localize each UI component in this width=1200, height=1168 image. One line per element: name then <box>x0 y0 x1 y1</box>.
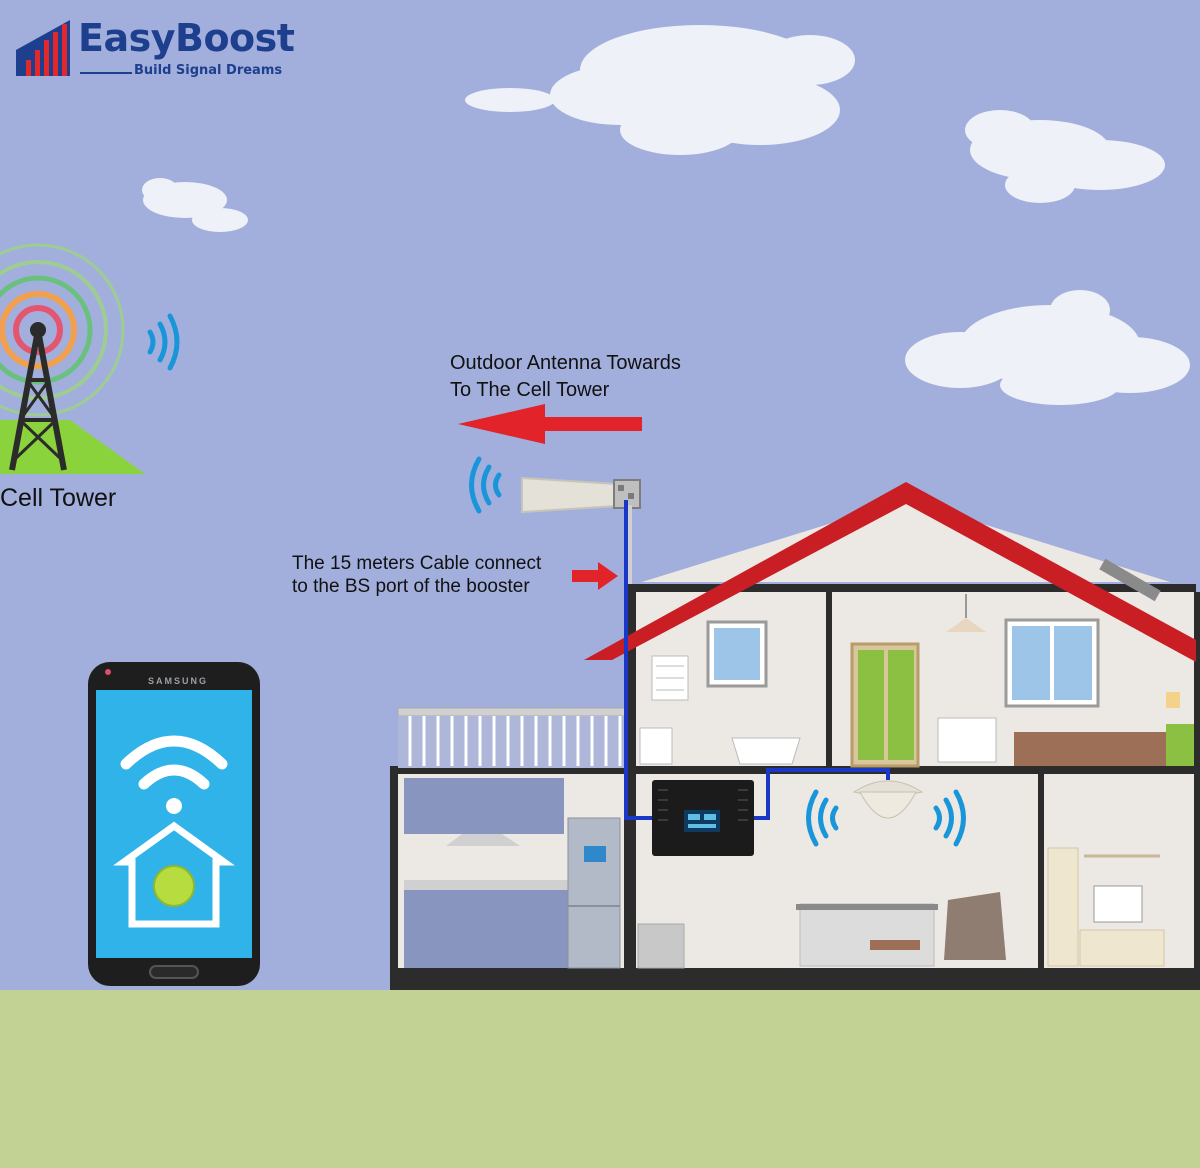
cable-arrow <box>572 562 618 590</box>
cloud-large <box>465 25 855 155</box>
brand-name: EasyBoost <box>78 16 295 60</box>
antenna-signal-icon <box>469 456 502 514</box>
cloud-right-top <box>965 110 1165 203</box>
cable-label-line2: to the BS port of the booster <box>292 576 530 597</box>
cable <box>624 500 654 820</box>
indoor-signal-left-icon <box>806 789 839 847</box>
living-room <box>637 892 1006 969</box>
cloud-small <box>142 178 248 232</box>
indoor-cable <box>752 768 890 820</box>
tagline-rule <box>80 72 132 74</box>
home-icon <box>113 821 235 928</box>
booster-device <box>652 780 754 856</box>
antenna-label-line1: Outdoor Antenna Towards <box>450 352 681 374</box>
brand-tagline: Build Signal Dreams <box>134 63 283 78</box>
signal-bars-icon <box>16 20 70 76</box>
antenna-label: Outdoor Antenna Towards To The Cell Towe… <box>450 350 681 404</box>
cell-tower-label: Cell Tower <box>0 484 117 512</box>
kitchen <box>404 778 621 969</box>
cell-tower <box>0 243 145 474</box>
antenna-arrow <box>458 404 642 444</box>
side-room <box>1047 847 1165 967</box>
ground <box>0 990 1200 1168</box>
cable-label: The 15 meters Cable connect to the BS po… <box>292 552 541 598</box>
cloud-right-mid <box>905 290 1190 405</box>
bedroom <box>850 594 1194 768</box>
outdoor-antenna <box>521 476 641 514</box>
antenna-label-line2: To The Cell Tower <box>450 379 610 401</box>
ceiling-antenna <box>852 780 924 819</box>
balcony-railing <box>397 707 627 768</box>
tower-signal-icon <box>147 313 180 371</box>
cable-label-line1: The 15 meters Cable connect <box>292 553 542 574</box>
bathroom <box>639 620 801 765</box>
phone-brand-label: SAMSUNG <box>148 676 209 686</box>
indoor-signal-right-icon <box>933 789 966 847</box>
wifi-icon <box>120 735 228 814</box>
